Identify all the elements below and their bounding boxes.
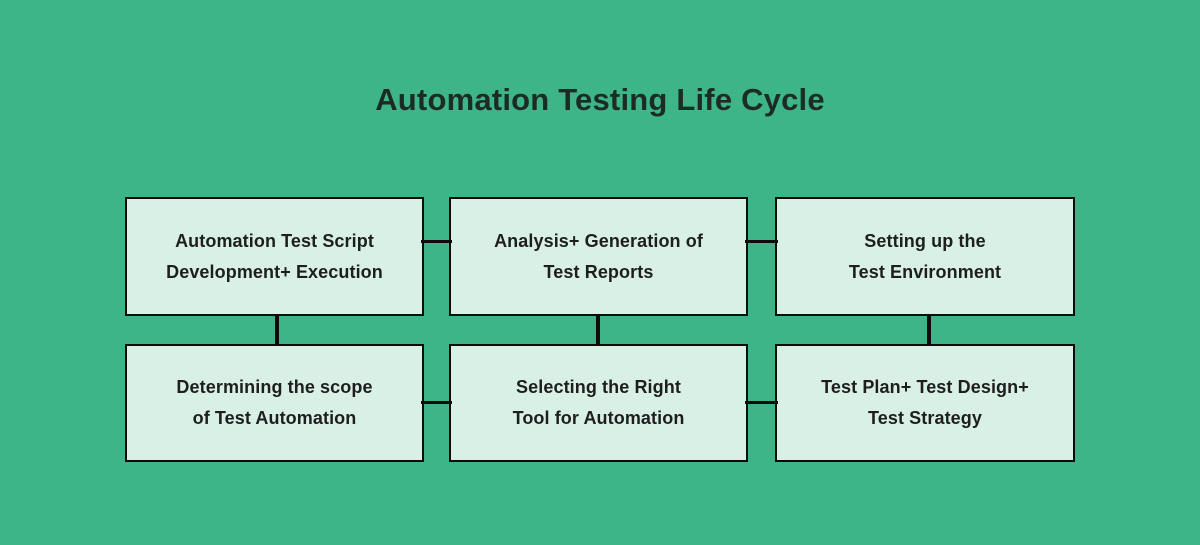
connector-box3-box6 (927, 314, 931, 346)
connector-box1-box4 (275, 314, 279, 346)
flow-node-test-plan-test-design-test-strategy: Test Plan+ Test Design+ Test Strategy (775, 344, 1075, 462)
node-label-line: Determining the scope (176, 377, 373, 397)
node-label-line: Test Plan+ Test Design+ (821, 377, 1029, 397)
diagram-title: Automation Testing Life Cycle (375, 82, 825, 117)
connector-row2-box4-box5 (421, 401, 452, 404)
flow-node-determining-the-scope-of-test-automation: Determining the scope of Test Automation (125, 344, 424, 462)
node-label-line: Analysis+ Generation of (494, 230, 703, 251)
node-label-line: Setting up the (864, 230, 986, 251)
node-label-line: Automation Test Script (175, 230, 374, 251)
connector-row2-box5-box6 (745, 401, 778, 404)
connector-row1-box2-box3 (745, 240, 778, 243)
node-label-line: Test Reports (543, 261, 654, 282)
connector-box2-box5 (596, 314, 600, 346)
flow-node-selecting-the-right-tool-for-automation: Selecting the Right Tool for Automation (449, 344, 748, 462)
node-label-line: of Test Automation (192, 408, 357, 428)
connector-row1-box1-box2 (421, 240, 452, 243)
flow-node-automation-test-script-development-execution: Automation Test Script Development+ Exec… (125, 197, 424, 316)
node-label-line: Test Environment (848, 261, 1002, 282)
node-label-line: Test Strategy (867, 408, 982, 428)
flow-node-setting-up-the-test-environment: Setting up the Test Environment (775, 197, 1075, 316)
node-label-line: Development+ Execution (166, 261, 383, 282)
node-label-line: Tool for Automation (512, 408, 685, 428)
node-label-line: Selecting the Right (516, 377, 681, 397)
flow-node-analysis-generation-of-test-reports: Analysis+ Generation of Test Reports (449, 197, 748, 316)
